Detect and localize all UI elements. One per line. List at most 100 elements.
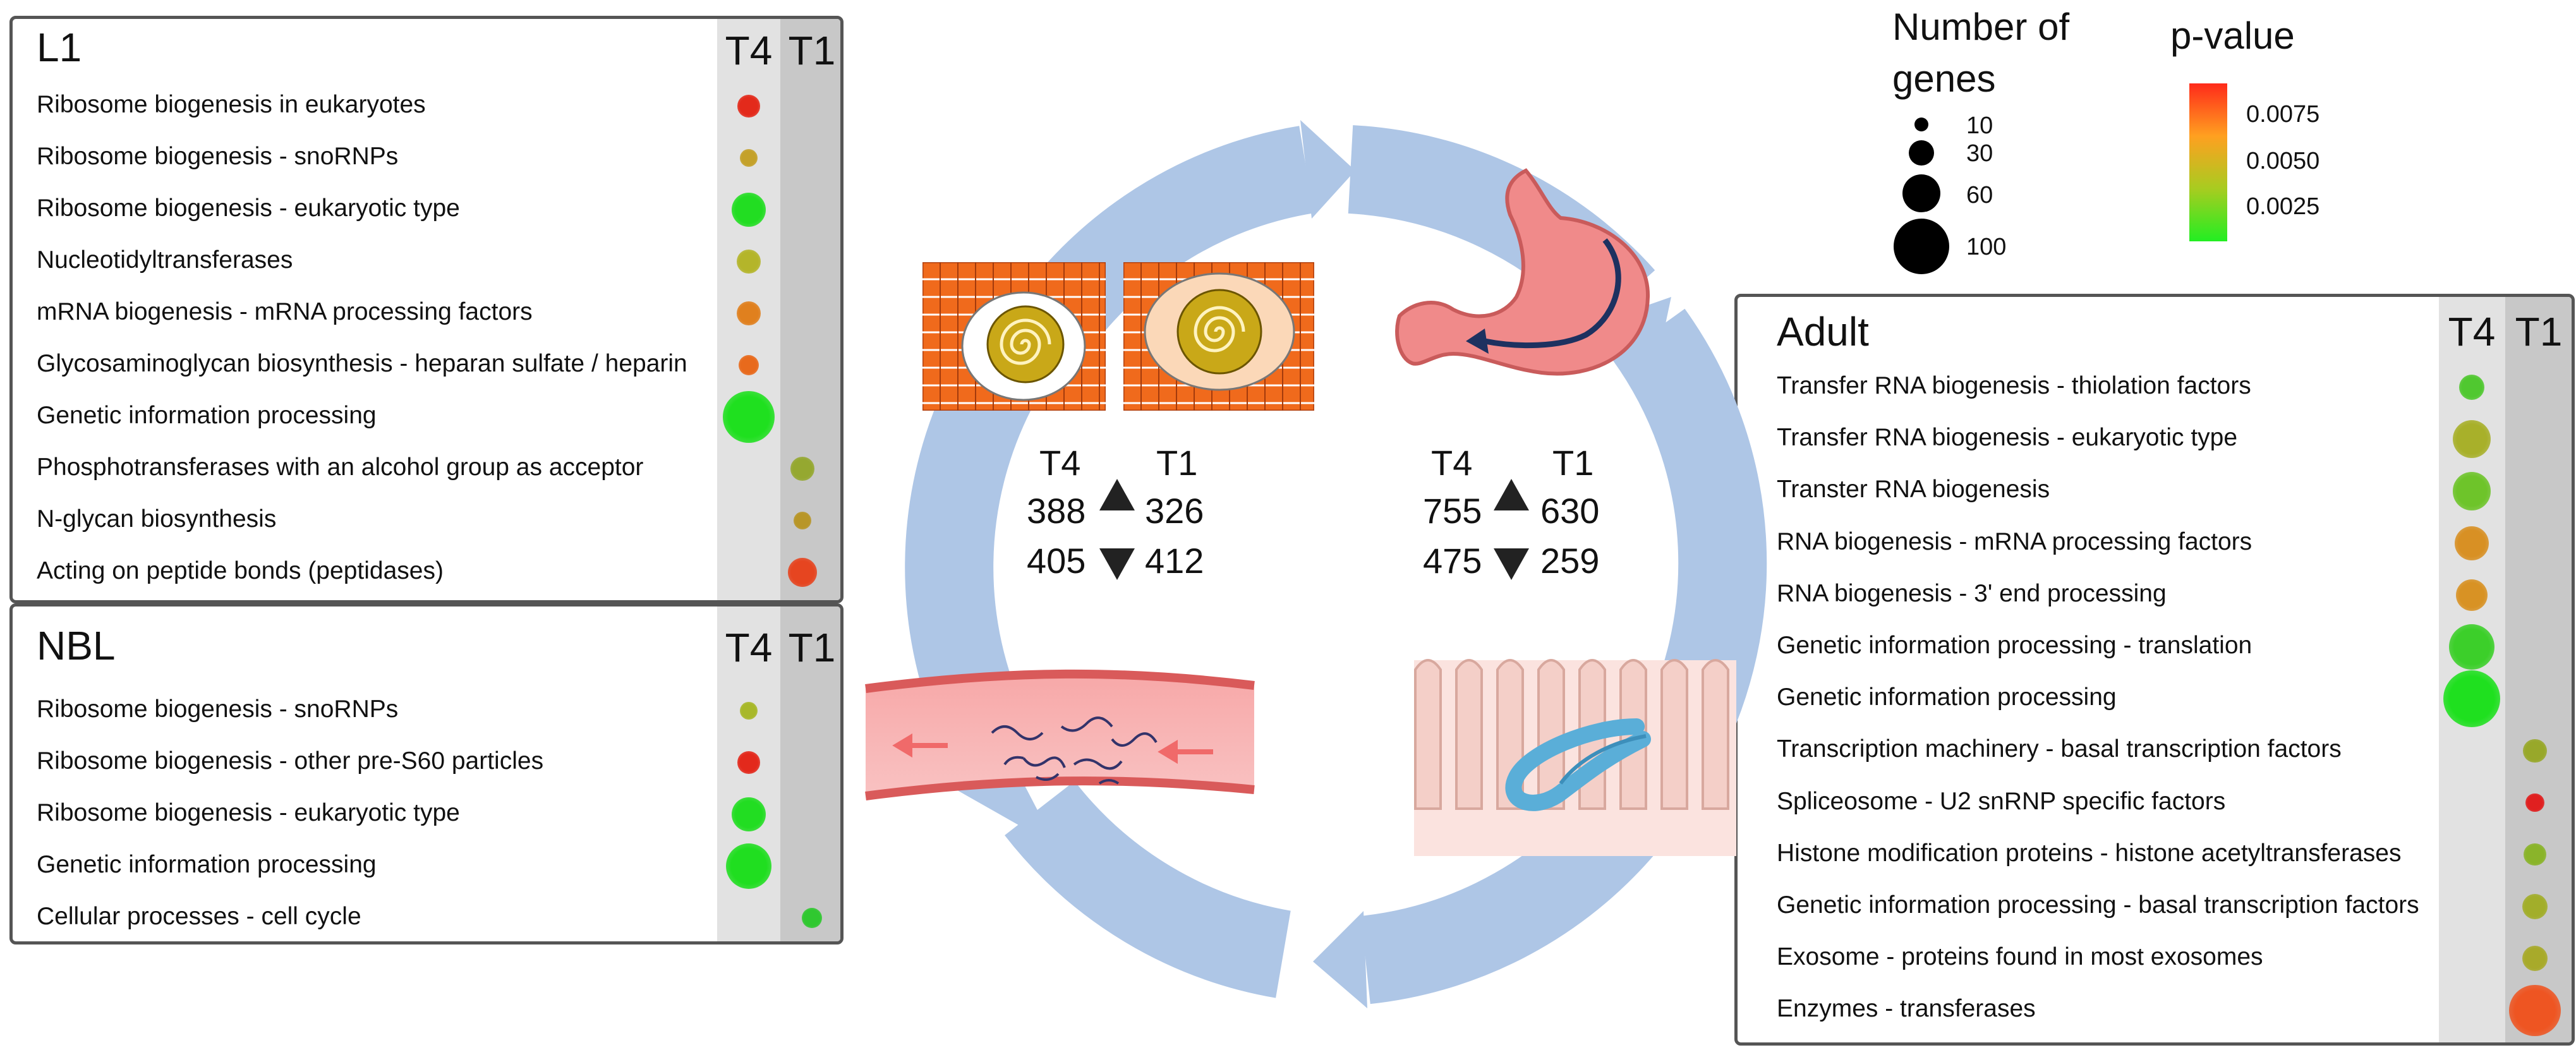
larva-coil [1000,318,1051,365]
pathway-label: Genetic information processing [37,402,377,429]
pathway-label: Transfer RNA biogenesis - eukaryotic typ… [1777,424,2238,452]
enrichment-bubble [2449,624,2494,670]
pathway-label: Enzymes - transferases [1777,995,2036,1023]
pathway-label: Histone modification proteins - histone … [1777,839,2402,867]
pathway-label: mRNA biogenesis - mRNA processing factor… [37,298,533,325]
enrichment-bubble [2523,739,2547,763]
pathway-label: Transfer RNA biogenesis - thiolation fac… [1777,372,2251,399]
t1-column-header: T1 [788,625,836,670]
enrichment-bubble [737,301,761,325]
enrichment-bubble [726,843,771,889]
enrichment-bubble [732,797,766,831]
panel-title: Adult [1777,309,1869,354]
pvalue-gradient-bar [2189,83,2227,241]
cycle-arc-right [1612,308,1767,784]
cycle-arrowhead [1605,743,1703,821]
enrichment-bubble [738,354,759,376]
enrichment-bubble [2509,984,2561,1037]
enrichment-bubble [737,751,760,774]
adult-down-t4: 475 [1423,541,1482,581]
pathway-label: Cellular processes - cell cycle [37,903,361,930]
cyst-capsule [961,291,1086,401]
down-arrow-icon [1099,548,1135,580]
muscle-down-t1: 412 [1145,541,1204,581]
size-legend-dot-10 [1914,118,1928,131]
pathway-label: Ribosome biogenesis - eukaryotic type [37,195,460,222]
pathway-label: Ribosome biogenesis in eukaryotes [37,91,426,118]
size-legend-label: 30 [1966,140,1993,167]
t1-column-bg [2505,297,2572,1042]
size-legend-title: Number of genes [1892,6,2070,100]
cycle-arc-bottom [1360,780,1672,1005]
pathway-label: RNA biogenesis - mRNA processing factors [1777,528,2252,555]
cycle-arrowhead [1300,120,1355,219]
pathway-label: Genetic information processing - basal t… [1777,891,2419,919]
size-legend-label: 100 [1966,234,2007,260]
cycle-arc-bottom [1005,780,1291,998]
up-arrow-icon [1099,479,1135,510]
enrichment-bubble [2522,894,2548,919]
enrichment-bubble [2459,375,2484,400]
cycle-arc-top [1025,126,1314,344]
muscle-t4-header: T4 [1039,443,1081,483]
up-arrow-icon [1494,479,1529,510]
pathway-label: Ribosome biogenesis - snoRNPs [37,143,399,170]
intestine-illustration [1414,659,1736,856]
adult-up-t1: 630 [1540,491,1600,531]
enrichment-bubble [801,907,823,929]
cycle-arc-top [1348,125,1655,330]
enrichment-bubble [790,457,814,481]
pathway-label: Genetic information processing [37,851,377,878]
pathway-label: RNA biogenesis - 3' end processing [1777,579,2167,607]
size-legend-dot-60 [1902,174,1940,212]
t4-column-header: T4 [725,28,773,73]
coiled-larva [1176,289,1262,375]
cycle-arrowhead [967,316,1059,392]
t4-column-bg [2439,297,2505,1042]
pathway-label: Ribosome biogenesis - other pre-S60 part… [37,747,544,775]
muscle-larva-illustration [922,262,1106,411]
muscle-larva-illustration [1123,262,1314,411]
coiled-larva [986,305,1065,383]
enrichment-bubble [2456,579,2488,611]
enrichment-bubble [2525,793,2544,812]
pathway-label: Phosphotransferases with an alcohol grou… [37,454,644,481]
size-legend-label: 60 [1966,182,1993,208]
pvalue-tick-label: 0.0050 [2246,148,2320,174]
adult-t4-header: T4 [1431,443,1473,483]
t1-column-header: T1 [788,28,836,73]
enrichment-bubble [788,558,817,587]
pathway-label: N-glycan biosynthesis [37,505,277,533]
t4-column-header: T4 [725,625,773,670]
enrichment-bubble [732,193,766,227]
enrichment-bubble [2443,670,2500,728]
pathway-label: Spliceosome - U2 snRNP specific factors [1777,787,2226,815]
larva-coil [1194,306,1245,353]
enrichment-bubble [2524,843,2546,866]
l1-panel: L1 T4 T1 Ribosome biogenesis in eukaryot… [9,16,844,603]
pathway-label: Genetic information processing - transla… [1777,632,2252,659]
t1-column-header: T1 [2515,309,2563,354]
enrichment-bubble [737,250,761,274]
cycle-arrowhead [954,783,1056,847]
muscle-down-t4: 405 [1027,541,1086,581]
pathway-label: Ribosome biogenesis - eukaryotic type [37,799,460,826]
pathway-label: Ribosome biogenesis - snoRNPs [37,696,399,723]
muscle-up-t4: 388 [1027,491,1086,531]
panel-title: L1 [37,25,82,70]
size-legend-label: 10 [1966,112,1993,139]
pathway-label: Acting on peptide bonds (peptidases) [37,557,444,584]
pathway-label: Glycosaminoglycan biosynthesis - heparan… [37,350,687,377]
stomach-illustration [1395,168,1650,376]
cycle-arc-left [905,337,1046,794]
cycle-arrowhead [1581,297,1671,371]
enrichment-bubble [2522,946,2548,972]
blood-vessel-illustration [865,669,1255,800]
enrichment-bubble [2455,526,2489,560]
cyst-capsule [1144,272,1295,391]
pathway-label: Nucleotidyltransferases [37,246,293,274]
pvalue-legend-title: p-value [2170,15,2295,57]
enrichment-bubble [723,391,775,443]
size-legend-dot-100 [1894,219,1949,274]
